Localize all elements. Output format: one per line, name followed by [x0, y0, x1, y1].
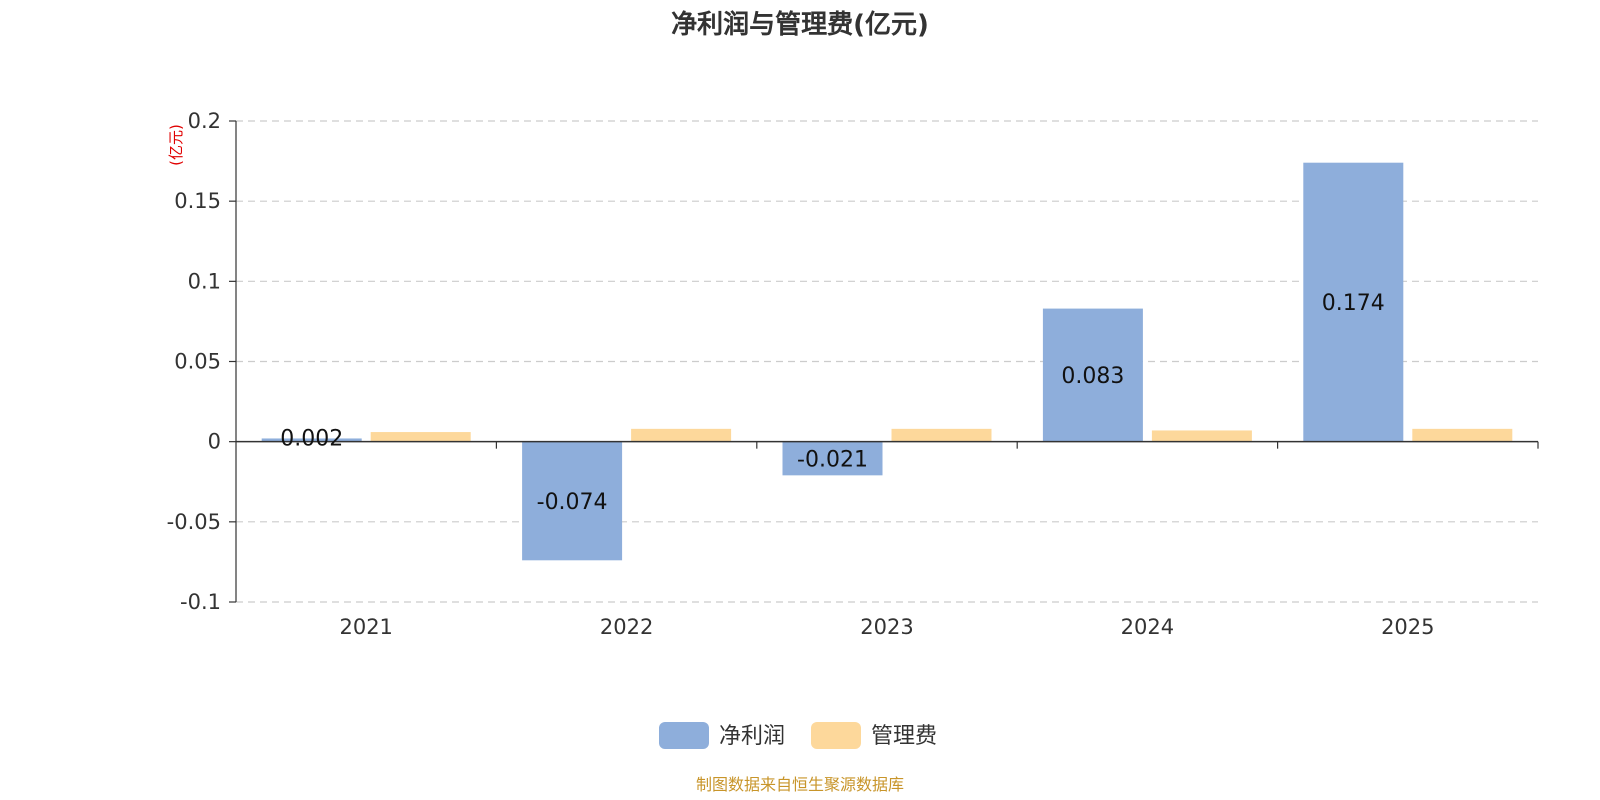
y-tick-label: 0.05 [174, 350, 221, 374]
y-tick-label: 0.2 [188, 109, 221, 133]
y-axis-unit-label: (亿元) [167, 124, 185, 166]
bars [261, 162, 1513, 561]
data-labels: 0.002 -0.074 -0.021 0.083 0.174 [280, 291, 1385, 515]
y-tick-labels: 0.2 0.15 0.1 0.05 0 -0.05 -0.1 [167, 109, 221, 614]
x-tick-labels: 2021 2022 2023 2024 2025 [339, 615, 1434, 639]
bar-净利润-2021 [261, 438, 362, 442]
bar-管理费-2021 [370, 432, 471, 442]
legend-label-净利润: 净利润 [719, 724, 785, 749]
y-tick-label: -0.05 [167, 510, 221, 534]
data-source-note: 制图数据来自恒生聚源数据库 [696, 775, 904, 794]
chart-title: 净利润与管理费(亿元) [671, 9, 929, 40]
bar-净利润-2023 [782, 441, 883, 476]
bar-管理费-2025 [1412, 428, 1513, 442]
y-tick-label: 0 [208, 430, 221, 454]
bar-净利润-2025 [1303, 162, 1404, 442]
bar-管理费-2024 [1151, 430, 1252, 442]
bar-管理费-2022 [631, 428, 732, 442]
bar-净利润-2024 [1042, 308, 1143, 442]
y-tick-label: 0.15 [174, 189, 221, 213]
x-tick-label: 2025 [1381, 615, 1434, 639]
axes [229, 120, 1539, 603]
y-tick-label: 0.1 [188, 269, 221, 293]
y-tick-label: -0.1 [180, 590, 221, 614]
data-label: -0.074 [537, 490, 608, 515]
legend: 净利润 管理费 [659, 722, 937, 749]
legend-swatch-净利润 [659, 722, 709, 749]
bar-管理费-2023 [891, 428, 992, 442]
legend-label-管理费: 管理费 [871, 724, 937, 749]
x-tick-label: 2023 [860, 615, 913, 639]
data-label: 0.083 [1061, 364, 1124, 389]
data-label: -0.021 [797, 448, 868, 473]
x-tick-label: 2022 [600, 615, 653, 639]
legend-swatch-管理费 [811, 722, 861, 749]
data-label: 0.002 [280, 427, 343, 452]
x-tick-label: 2021 [339, 615, 392, 639]
grid-lines [236, 120, 1538, 603]
data-label: 0.174 [1322, 291, 1385, 316]
bar-净利润-2022 [522, 441, 623, 561]
x-tick-label: 2024 [1121, 615, 1174, 639]
